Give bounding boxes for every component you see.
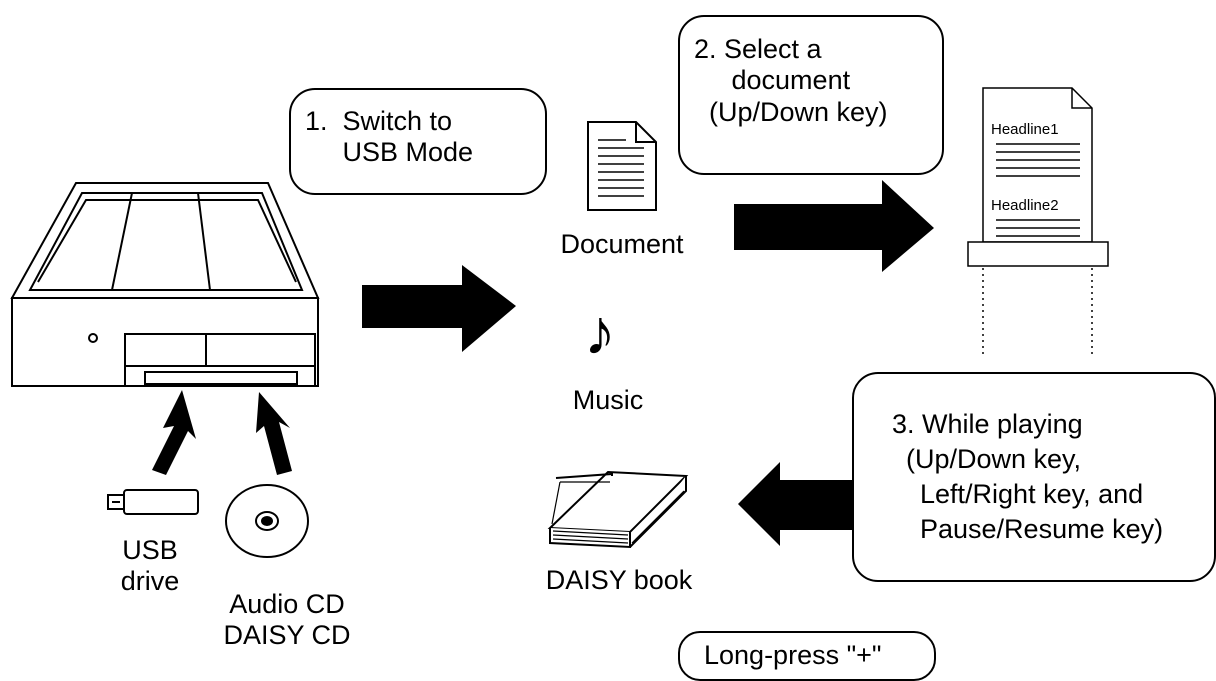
document-icon xyxy=(587,121,657,211)
music-note-icon: ♪ xyxy=(584,296,616,368)
step2-box xyxy=(678,15,944,175)
headline2-label: Headline2 xyxy=(991,197,1059,214)
cd-disc-icon xyxy=(225,484,309,558)
step1-text: 1. Switch to USB Mode xyxy=(305,106,474,168)
usb-drive-label: USB drive xyxy=(120,535,180,597)
disc-types-label: Audio CD DAISY CD xyxy=(223,589,351,651)
step1-box xyxy=(289,88,547,195)
usb-insert-arrow xyxy=(152,390,196,475)
left-arrow-to-book xyxy=(738,462,854,546)
daisy-book-label: DAISY book xyxy=(545,565,693,595)
player-device-icon xyxy=(10,182,320,387)
usb-drive-icon xyxy=(107,489,199,515)
long-press-text: Long-press "+" xyxy=(704,640,882,670)
usb-mode-diagram: 1. Switch to USB Mode 2. Select a docume… xyxy=(10,15,1216,681)
music-label: Music xyxy=(572,385,644,415)
step3-box xyxy=(852,372,1216,582)
insert-arrows xyxy=(152,390,292,475)
document-label: Document xyxy=(560,229,684,259)
cd-insert-arrow xyxy=(256,392,292,475)
headline1-label: Headline1 xyxy=(991,121,1059,138)
right-arrow-to-media xyxy=(362,265,516,352)
step3-line4: Pause/Resume key) xyxy=(920,514,1164,544)
right-arrow-to-headlines xyxy=(734,180,934,272)
step2-text: 2. Select a document (Up/Down key) xyxy=(694,34,888,127)
step3-line1: 3. While playing xyxy=(892,409,1083,439)
diagram-artwork xyxy=(10,87,1109,558)
step3-line2: (Up/Down key, xyxy=(906,444,1082,474)
book-icon xyxy=(547,470,689,549)
step3-line3: Left/Right key, and xyxy=(920,479,1144,509)
headline-document-icon xyxy=(967,87,1109,356)
